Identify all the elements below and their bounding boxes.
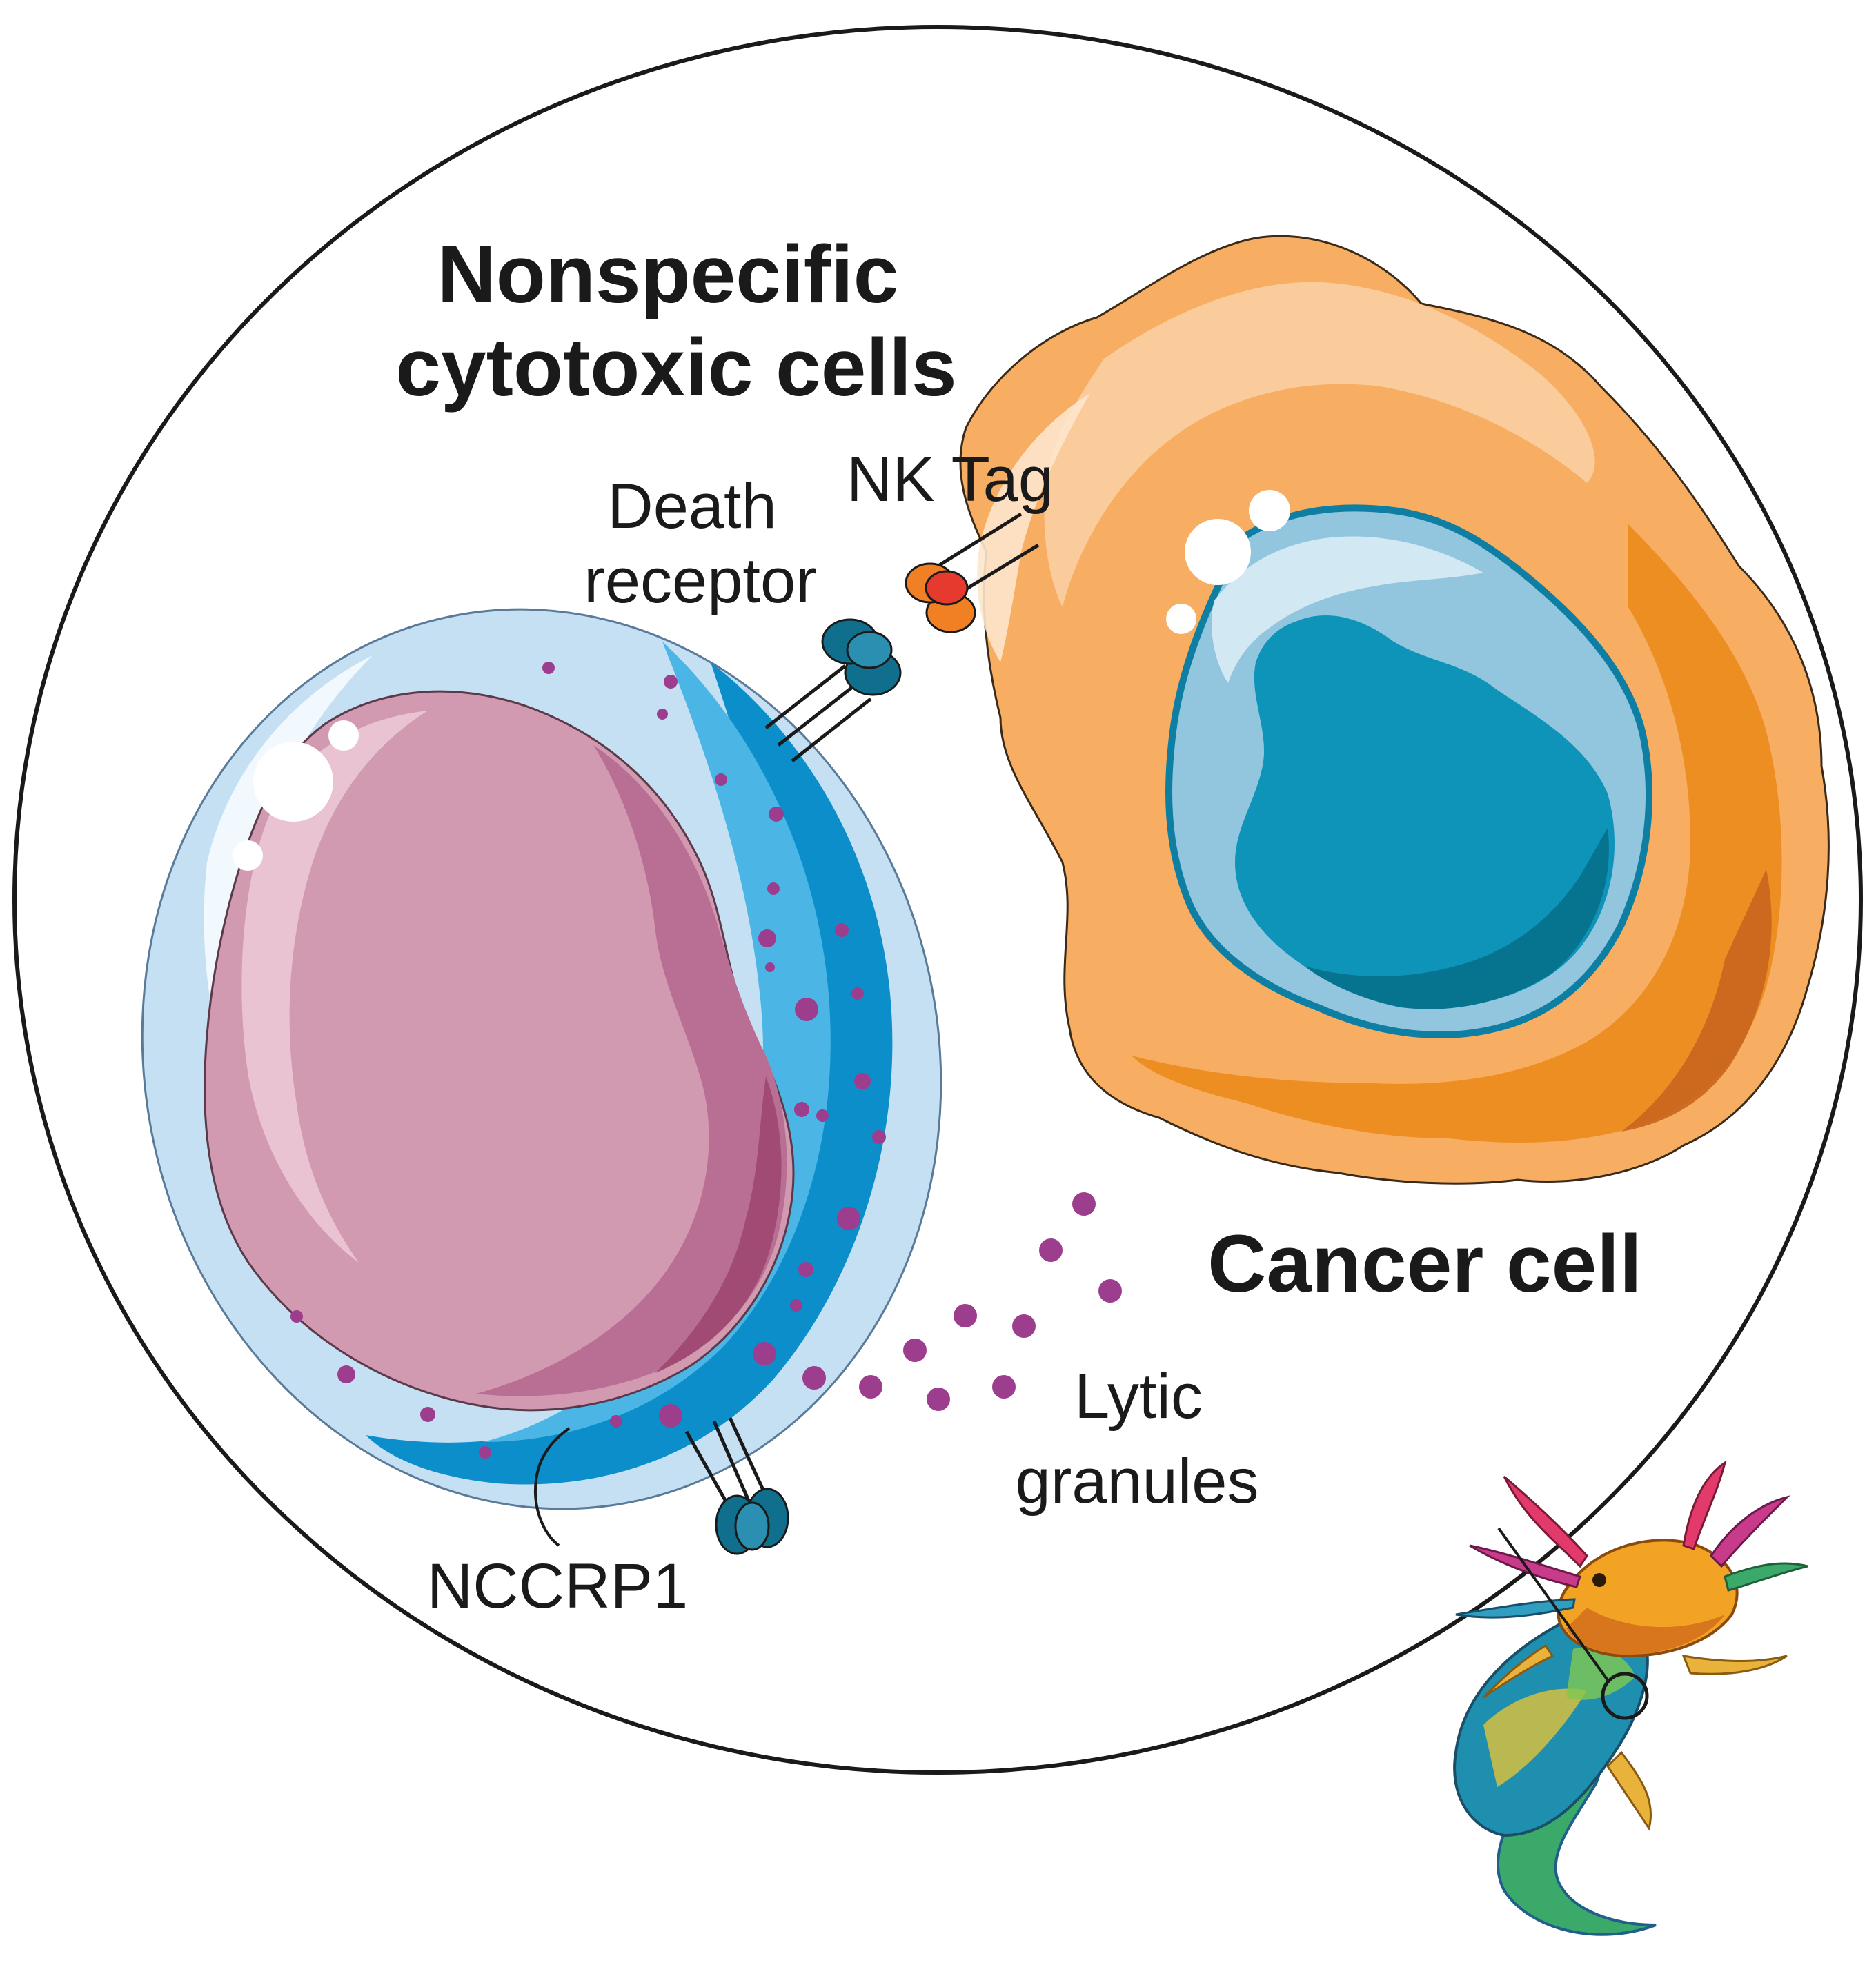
granule	[659, 1404, 682, 1428]
granule	[835, 923, 849, 937]
lytic-granule	[859, 1375, 882, 1399]
cytotoxic-cell-bubble-large	[253, 742, 333, 822]
axolotl-gill-left-3	[1455, 1598, 1576, 1619]
magnification-circle	[12, 25, 1863, 1775]
cytotoxic-cell-nucleus-deep-shade	[655, 1076, 782, 1373]
cytotoxic-cell-nucleus-shade	[476, 745, 787, 1396]
granule	[795, 998, 818, 1021]
axolotl-gill-left-1	[1503, 1475, 1588, 1568]
granule	[872, 1130, 886, 1144]
granule	[765, 962, 775, 972]
nk-tag-center	[925, 570, 969, 606]
granule	[854, 1073, 871, 1089]
cancer-cell-dark-rim	[1132, 524, 1782, 1143]
granule	[816, 1109, 829, 1122]
cancer-cell-bubble-large	[1185, 519, 1251, 585]
axolotl-callout-line	[1497, 1527, 1609, 1681]
axolotl-illustration	[1453, 1460, 1808, 1936]
cancer-cell-bubble-medium	[1249, 490, 1290, 531]
granule	[479, 1446, 491, 1459]
lytic-granules-label-line-1: Lytic	[1074, 1361, 1203, 1432]
lytic-granule	[903, 1339, 927, 1362]
axolotl-gill-right-3	[1724, 1562, 1808, 1592]
axolotl-rear-leg	[1606, 1750, 1652, 1831]
axolotl-gill-right-1	[1682, 1460, 1727, 1550]
cancer-cell-deep-shadow	[1621, 869, 1772, 1132]
lytic-granule	[1012, 1314, 1036, 1338]
lytic-granule	[802, 1366, 826, 1390]
title-line-2: cytotoxic cells	[395, 322, 956, 413]
granule	[837, 1207, 860, 1230]
granule	[758, 929, 776, 947]
granule	[664, 675, 678, 689]
axolotl-front-leg-left	[1482, 1643, 1554, 1699]
lytic-granule	[1072, 1192, 1096, 1216]
cancer-cell-shine	[977, 393, 1090, 662]
granule	[790, 1299, 802, 1312]
granule	[420, 1407, 435, 1422]
granule	[610, 1415, 622, 1428]
death-receptor-center	[846, 631, 893, 669]
death-receptor	[764, 618, 902, 762]
granule	[542, 662, 555, 674]
lytic-granule	[927, 1388, 950, 1411]
cytotoxic-cell-bubble-small	[233, 840, 263, 871]
lytic-granule	[1039, 1238, 1063, 1262]
title-line-1: Nonspecific	[437, 229, 899, 320]
nccrp1-center	[734, 1501, 770, 1551]
granule	[290, 1310, 303, 1323]
granule	[753, 1342, 776, 1365]
cancer-cell-highlight	[1044, 282, 1595, 607]
lytic-granules-label-line-2: granules	[1016, 1446, 1259, 1517]
axolotl-gill-right-2	[1710, 1495, 1790, 1568]
cytotoxic-cell-bubble-medium	[328, 720, 359, 751]
granule	[337, 1365, 355, 1383]
axolotl-front-leg-right	[1681, 1655, 1788, 1675]
released-lytic-granules	[802, 1192, 1122, 1411]
cancer-cell-nucleus-core	[1235, 615, 1615, 1009]
lytic-granule	[954, 1304, 977, 1327]
cancer-cell-label: Cancer cell	[1207, 1218, 1642, 1310]
cancer-cell-nucleus-highlight	[1212, 536, 1483, 683]
nk-tag-receptor	[905, 512, 1040, 633]
nccrp1-receptor	[684, 1416, 789, 1555]
axolotl-head-shade	[1566, 1608, 1725, 1655]
lytic-granule	[992, 1375, 1016, 1399]
granule	[794, 1102, 809, 1117]
axolotl-sample-circle	[1601, 1672, 1649, 1720]
axolotl-body-stripe	[1483, 1688, 1587, 1787]
cancer-cell-bubble-small	[1166, 604, 1196, 634]
death-receptor-label-line-2: receptor	[584, 546, 817, 616]
lytic-granule	[1098, 1279, 1122, 1303]
cytotoxic-cell	[141, 608, 942, 1510]
granule	[798, 1262, 813, 1277]
nccrp1-label: NCCRP1	[427, 1551, 688, 1621]
granule	[767, 882, 780, 895]
nk-tag-label: NK Tag	[847, 444, 1054, 515]
granule	[715, 773, 727, 786]
axolotl-eye	[1592, 1573, 1606, 1587]
nccrp1-leader-line	[533, 1427, 571, 1547]
cancer-cell-nucleus-shadow	[1304, 828, 1609, 1009]
granule	[851, 987, 864, 1000]
intracellular-granules	[290, 662, 886, 1459]
cytotoxic-cell-nucleus-highlight	[241, 711, 428, 1263]
cancer-cell	[959, 235, 1830, 1185]
death-receptor-label-line-1: Death	[607, 471, 777, 542]
granule	[657, 709, 668, 720]
axolotl-body-stripe-2	[1566, 1647, 1635, 1700]
granule	[769, 807, 784, 822]
